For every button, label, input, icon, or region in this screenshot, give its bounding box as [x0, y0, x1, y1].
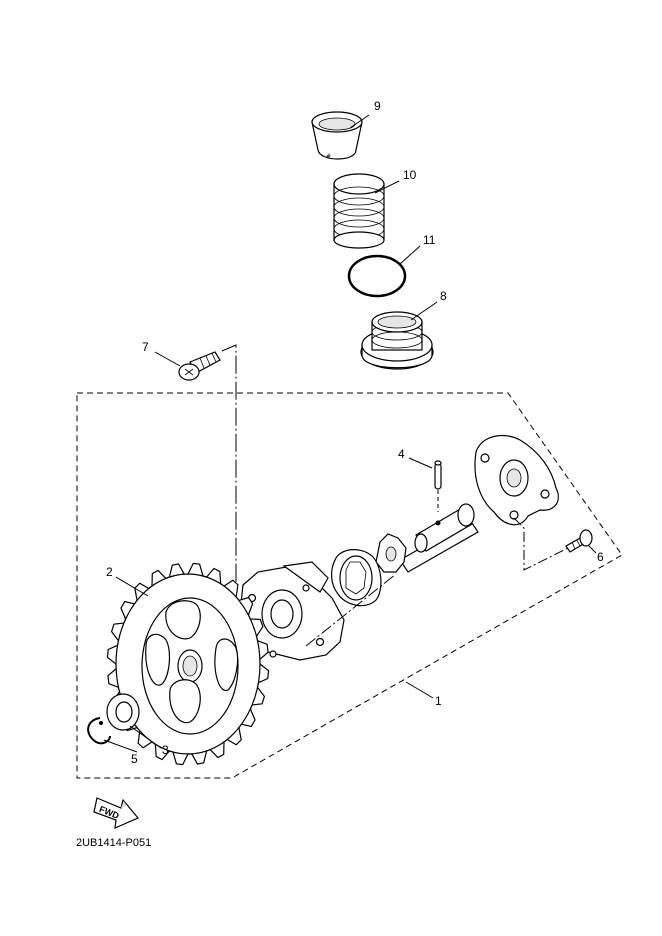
callout-8: 8 [440, 289, 447, 303]
part-o-ring-11 [347, 254, 407, 298]
part-spring-10 [333, 173, 385, 249]
callout-11: 11 [423, 233, 436, 247]
part-pin-4 [434, 460, 442, 490]
part-gear-2 [106, 562, 270, 766]
assembly-boundary [76, 392, 623, 779]
fwd-arrow-icon: FWD [93, 797, 139, 829]
callout-6: 6 [597, 550, 604, 564]
callout-9: 9 [374, 99, 381, 113]
part-bolt-6 [565, 529, 593, 553]
part-plug-8 [360, 311, 434, 370]
drawing-code: 2UB1414-P051 [76, 837, 151, 849]
callout-3: 3 [162, 743, 169, 757]
callout-2: 2 [106, 565, 113, 579]
svg-text:#: # [326, 153, 331, 160]
part-washer-3 [106, 693, 140, 731]
part-circlip-5 [87, 717, 111, 745]
callout-5: 5 [131, 752, 138, 766]
part-pump-assembly-1 [239, 434, 559, 661]
callout-4: 4 [398, 447, 405, 461]
part-cap-9: # [311, 111, 363, 160]
callout-1: 1 [435, 694, 442, 708]
callout-10: 10 [403, 168, 417, 182]
callout-7: 7 [142, 340, 149, 354]
part-screw-7 [178, 351, 221, 381]
